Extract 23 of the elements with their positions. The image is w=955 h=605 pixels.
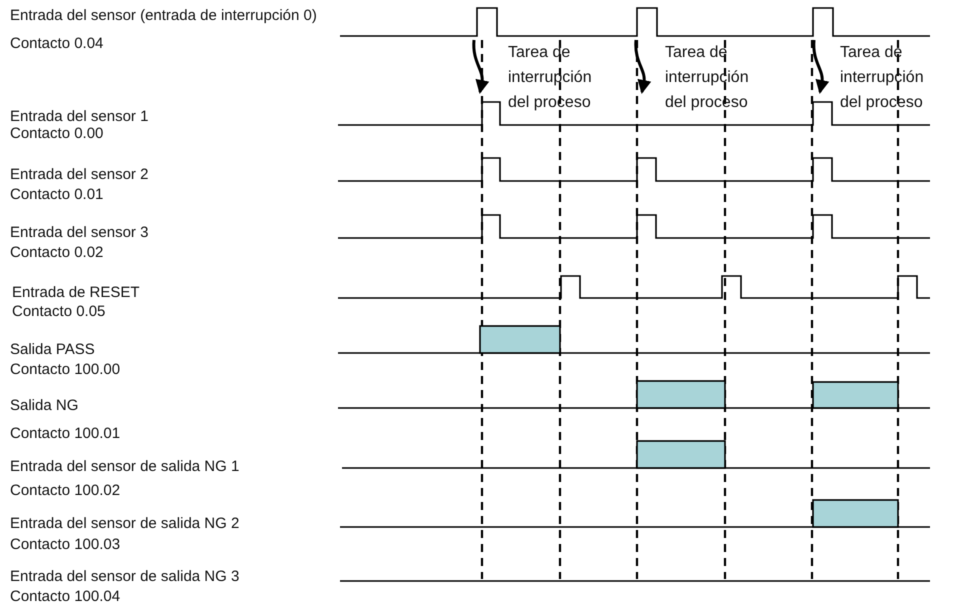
signal-name: Entrada del sensor de salida NG 1	[10, 458, 240, 475]
signal-name: Entrada del sensor de salida NG 2	[10, 515, 240, 532]
contact-number: Contacto 100.01	[10, 425, 120, 442]
signal-name: Salida PASS	[10, 341, 95, 358]
contact-number: Contacto 0.01	[10, 186, 104, 203]
signal-name: Salida NG	[10, 397, 78, 414]
signal-name: Entrada del sensor 2	[10, 166, 148, 183]
task-note: Tarea de interrupción del proceso	[840, 43, 925, 113]
signal-name: Entrada del sensor 3	[10, 224, 148, 241]
signal-name: Entrada del sensor (entrada de interrupción 0)	[10, 7, 317, 24]
contact-number: Contacto 0.00	[10, 125, 104, 142]
contact-number: Contacto 100.03	[10, 536, 120, 553]
contact-number: Contacto 0.04	[10, 35, 104, 52]
signal-name: Entrada del sensor 1	[10, 108, 148, 125]
contact-number: Contacto 100.04	[10, 588, 120, 605]
contact-number: Contacto 0.02	[10, 244, 104, 261]
contact-number: Contacto 0.05	[12, 303, 106, 320]
signal-name: Entrada de RESET	[12, 284, 140, 301]
contact-number: Contacto 100.00	[10, 361, 120, 378]
task-note: Tarea de interrupción del proceso	[508, 43, 593, 113]
signal-name: Entrada del sensor de salida NG 3	[10, 568, 240, 585]
task-note: Tarea de interrupción del proceso	[665, 43, 750, 113]
contact-number: Contacto 100.02	[10, 482, 120, 499]
